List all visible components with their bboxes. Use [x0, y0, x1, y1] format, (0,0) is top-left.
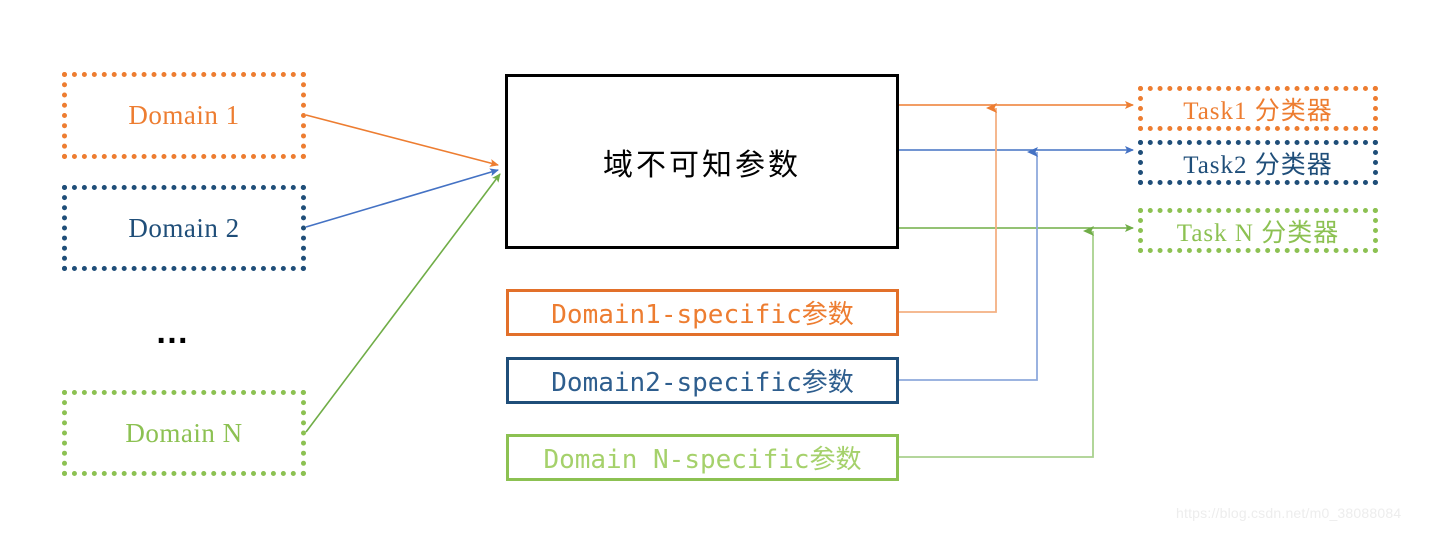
shared-params-box[interactable]: 域不可知参数 — [505, 74, 899, 249]
wire-domain2-to-center — [305, 168, 499, 228]
task-box-2[interactable]: Task2 分类器 — [1138, 140, 1378, 185]
domain-box-n[interactable]: Domain N — [62, 390, 306, 476]
wire-domain1-to-center — [305, 114, 499, 167]
wire-param1-to-task1-branch — [899, 103, 997, 313]
domain-box-n-label: Domain N — [125, 417, 243, 448]
domain-box-1[interactable]: Domain 1 — [62, 72, 306, 159]
watermark-text: https://blog.csdn.net/m0_38088084 — [1176, 505, 1402, 521]
wire-param2-to-task2-branch — [899, 147, 1038, 381]
task-box-n-label: Task N 分类器 — [1176, 219, 1340, 247]
domain-list-ellipsis: … — [155, 313, 194, 351]
wire-domainN-to-center — [305, 173, 501, 433]
param-box-domainN-label: Domain N-specific参数 — [543, 445, 862, 475]
param-box-domain2-label: Domain2-specific参数 — [551, 368, 854, 398]
task-box-n[interactable]: Task N 分类器 — [1138, 208, 1378, 253]
task-box-1-label: Task1 分类器 — [1183, 97, 1333, 125]
task-box-2-label: Task2 分类器 — [1183, 151, 1333, 179]
param-box-domain1-label: Domain1-specific参数 — [551, 300, 854, 330]
param-box-domainN[interactable]: Domain N-specific参数 — [506, 434, 899, 481]
domain-box-2-label: Domain 2 — [128, 212, 240, 243]
param-box-domain2[interactable]: Domain2-specific参数 — [506, 357, 899, 404]
task-box-1[interactable]: Task1 分类器 — [1138, 86, 1378, 131]
param-box-domain1[interactable]: Domain1-specific参数 — [506, 289, 899, 336]
domain-box-1-label: Domain 1 — [128, 100, 240, 130]
shared-params-label: 域不可知参数 — [603, 147, 801, 183]
domain-box-2[interactable]: Domain 2 — [62, 185, 306, 271]
wire-paramN-to-taskN-branch — [899, 226, 1094, 458]
